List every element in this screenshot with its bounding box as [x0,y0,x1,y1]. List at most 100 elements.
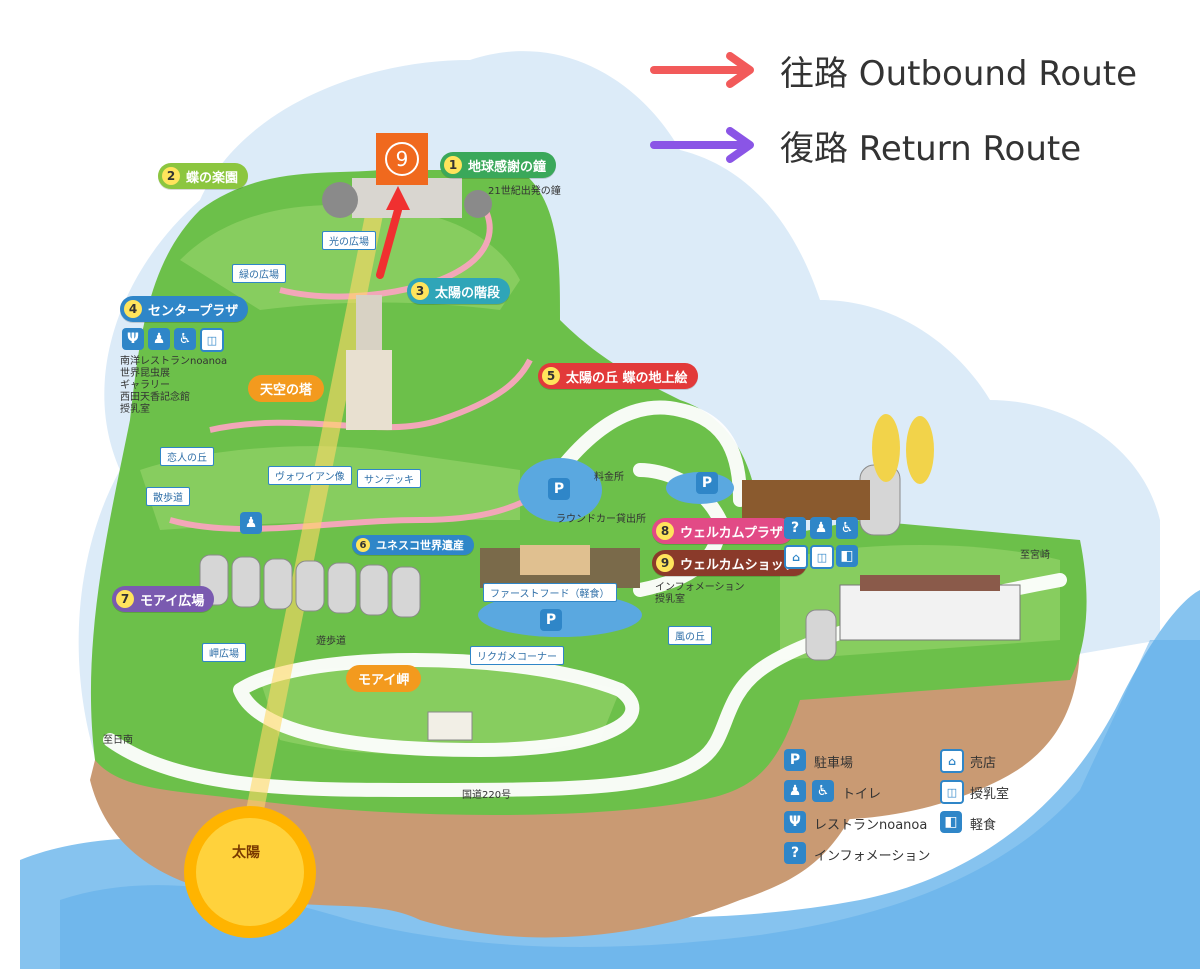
label-shimiyazaki: 至宮崎 [1020,550,1050,561]
label-tenku: 天空の塔 [248,375,325,402]
spot-6-label[interactable]: 6 ユネスコ世界遺産 [352,535,474,555]
parking-icon: P [540,609,562,631]
spot-number: 2 [162,167,180,185]
spot-number: 8 [656,522,674,540]
spot-text: 太陽の丘 蝶の地上絵 [566,370,688,386]
parking-icon: P [548,478,570,500]
legend-parking: 駐車場 [814,756,854,771]
label-midori: 緑の広場 [232,264,286,283]
outbound-route-label: 往路 Outbound Route [780,53,1138,94]
facility-item: ギャラリー [120,380,170,391]
wheelchair-icon: ♿ [812,780,834,802]
info-icon: ? [784,517,806,539]
legend-snack: 軽食 [970,818,997,833]
label-sanpo: 散歩道 [146,487,190,506]
label-misaki: 岬広場 [202,643,246,662]
spot-2-label[interactable]: 2 蝶の楽園 [158,163,249,189]
legend-nursing: 授乳室 [970,787,1010,802]
spot-text: 蝶の楽園 [186,170,239,186]
purple-arrow-icon [650,127,754,163]
sun [184,806,316,938]
spot-4-label[interactable]: 4 センタープラザ [120,296,249,322]
spot-text: 太陽の階段 [435,285,501,301]
shop-facility-item: インフォメーション [655,582,745,593]
facility-item: 世界昆虫展 [120,368,170,379]
info-icon: ? [784,842,806,864]
wheelchair-icon: ♿ [174,328,196,350]
spot-1-label[interactable]: 1 地球感謝の鐘 [440,152,557,178]
spot-number: 4 [124,300,142,318]
spot-1-sub: 21世紀出発の鐘 [488,186,561,197]
spot-3-label[interactable]: 3 太陽の階段 [407,278,511,304]
spot-number: 9 [656,554,674,572]
label-rikugame: リクガメコーナー [470,646,564,665]
moai-misaki-house [427,711,473,741]
snack-icon: ◧ [940,811,962,833]
label-moai-misaki: モアイ岬 [346,665,422,692]
spot-8-label[interactable]: 8 ウェルカムプラザ [652,518,793,544]
spot-number: 7 [116,590,134,608]
spot-number: 1 [444,156,462,174]
parking-icon: P [784,749,806,771]
snack-icon: ◧ [836,545,858,567]
label-roundcar: ラウンドカー貸出所 [556,514,646,525]
toilet-icon: ♟ [784,780,806,802]
nursing-icon: ◫ [200,328,224,352]
facility-item: 授乳室 [120,404,150,415]
spot-text: ウェルカムプラザ [680,525,783,541]
facility-item: 西田天香記念館 [120,392,190,403]
marker-number: 9 [385,142,419,176]
marker-9[interactable]: 9 [376,133,428,185]
label-sundeck: サンデッキ [357,469,421,488]
fastfood-building [480,545,640,588]
legend-toilet: トイレ [842,787,882,802]
return-route-label: 復路 Return Route [780,128,1082,169]
restaurant-icon: Ψ [122,328,144,350]
sunlight-beam [244,180,390,820]
return-route-legend: 復路 Return Route [650,120,1190,170]
stairs [346,350,392,430]
spot-number: 3 [411,282,429,300]
restaurant-icon: Ψ [784,811,806,833]
shop-icon: ⌂ [784,545,808,569]
facility-item: 南洋レストランnoanoa [120,356,228,367]
label-kokudo: 国道220号 [462,790,512,801]
toilet-icon: ♟ [810,517,832,539]
spot-5-label[interactable]: 5 太陽の丘 蝶の地上絵 [538,363,698,389]
label-hikari: 光の広場 [322,231,376,250]
toilet-icon: ♟ [148,328,170,350]
nursing-icon: ◫ [810,545,834,569]
outbound-route-arrow [376,186,410,279]
label-ryokin: 料金所 [594,472,624,483]
nursing-icon: ◫ [940,780,964,804]
spot-text: モアイ広場 [140,593,205,609]
welcome-building [742,480,1021,641]
shop-facility-item: 授乳室 [655,594,685,605]
outbound-route-legend: 往路 Outbound Route [650,45,1190,95]
spot-9-label[interactable]: 9 ウェルカムショップ [652,550,807,576]
wheelchair-icon: ♿ [836,517,858,539]
spot-text: ウェルカムショップ [680,557,797,573]
spot-number: 6 [356,538,370,552]
spot-text: センタープラザ [148,303,239,319]
spot-text: ユネスコ世界遺産 [376,539,464,552]
label-vaivaian: ヴォワイアン像 [268,466,352,485]
parking-icon: P [696,472,718,494]
shop-icon: ⌂ [940,749,964,773]
label-fastfood: ファーストフード（軽食） [483,583,617,602]
legend-shop: 売店 [970,756,997,771]
label-shinichinan: 至日南 [103,735,133,746]
label-yuhodo: 遊歩道 [316,636,346,647]
toilet-icon: ♟ [240,512,262,534]
surfboards [872,414,934,484]
label-sun: 太陽 [232,845,260,861]
legend-restaurant: レストランnoanoa [814,818,928,833]
spot-text: 地球感謝の鐘 [468,159,547,175]
spot-number: 5 [542,367,560,385]
red-arrow-icon [650,52,754,88]
label-kaze: 風の丘 [668,626,712,645]
spot-7-label[interactable]: 7 モアイ広場 [112,586,215,612]
legend-info: インフォメーション [814,849,931,864]
label-koibito: 恋人の丘 [160,447,214,466]
